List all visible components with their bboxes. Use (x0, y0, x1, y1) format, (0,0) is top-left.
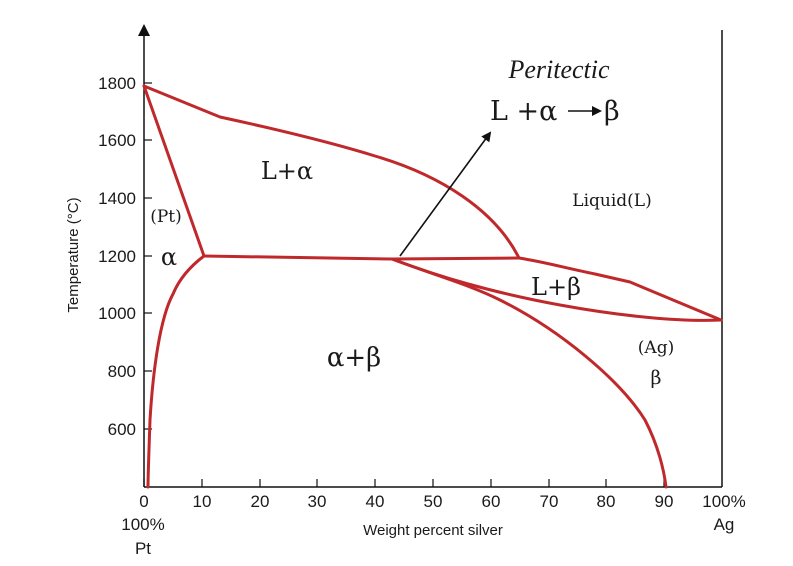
x-tick-label: 90 (655, 492, 674, 511)
region-pt: (Pt) (150, 207, 182, 227)
region-liquid-beta: L+β (531, 273, 581, 301)
y-axis-arrow-icon (138, 24, 150, 36)
peritectic-arrow-icon (399, 131, 492, 257)
y-tick-label: 1000 (98, 304, 136, 323)
liquidus-l-alpha (142, 84, 521, 260)
region-beta: β (651, 367, 662, 389)
x-tick-label: 60 (482, 492, 501, 511)
region-liquid-alpha: L+α (261, 157, 313, 185)
y-tick-label: 1800 (98, 74, 136, 93)
reaction-arrowhead-icon (592, 106, 602, 116)
x-ticks: 0 10 20 30 40 50 60 70 80 90 100% 100% P… (121, 479, 746, 558)
x-axis-title: Weight percent silver (363, 522, 503, 539)
x-tick-label: 100% (702, 492, 745, 511)
x-left-end-element: Pt (135, 539, 151, 558)
x-tick-label: 0 (139, 492, 148, 511)
y-tick-label: 1200 (98, 247, 136, 266)
region-ag: (Ag) (638, 338, 674, 358)
region-alpha: α (161, 243, 177, 271)
peritectic-equation-left: L +α (490, 96, 557, 127)
x-tick-label: 20 (251, 492, 270, 511)
x-tick-label: 80 (597, 492, 616, 511)
region-liquid: Liquid(L) (572, 191, 651, 211)
phase-boundaries (142, 84, 723, 489)
y-tick-label: 1600 (98, 131, 136, 150)
x-right-end-element: Ag (714, 515, 735, 534)
x-tick-label: 40 (366, 492, 385, 511)
x-tick-label: 50 (424, 492, 443, 511)
liquidus-l-beta (517, 256, 723, 322)
peritectic-title: Peritectic (507, 55, 610, 84)
x-tick-label: 10 (193, 492, 212, 511)
solvus-alpha (146, 254, 206, 489)
y-axis-title: Temperature (°C) (65, 197, 82, 312)
y-tick-label: 800 (108, 362, 136, 381)
x-tick-label: 70 (540, 492, 559, 511)
region-alpha-beta: α+β (327, 343, 381, 373)
y-tick-label: 1400 (98, 189, 136, 208)
solidus-alpha (142, 84, 206, 258)
y-tick-label: 600 (108, 420, 136, 439)
y-ticks: 600 800 1000 1200 1400 1600 1800 (98, 74, 152, 439)
x-left-end-percent: 100% (121, 515, 164, 534)
x-tick-label: 30 (308, 492, 327, 511)
solvus-beta (390, 257, 668, 489)
peritectic-equation-right: β (604, 96, 620, 127)
peritectic-isotherm (202, 254, 521, 261)
